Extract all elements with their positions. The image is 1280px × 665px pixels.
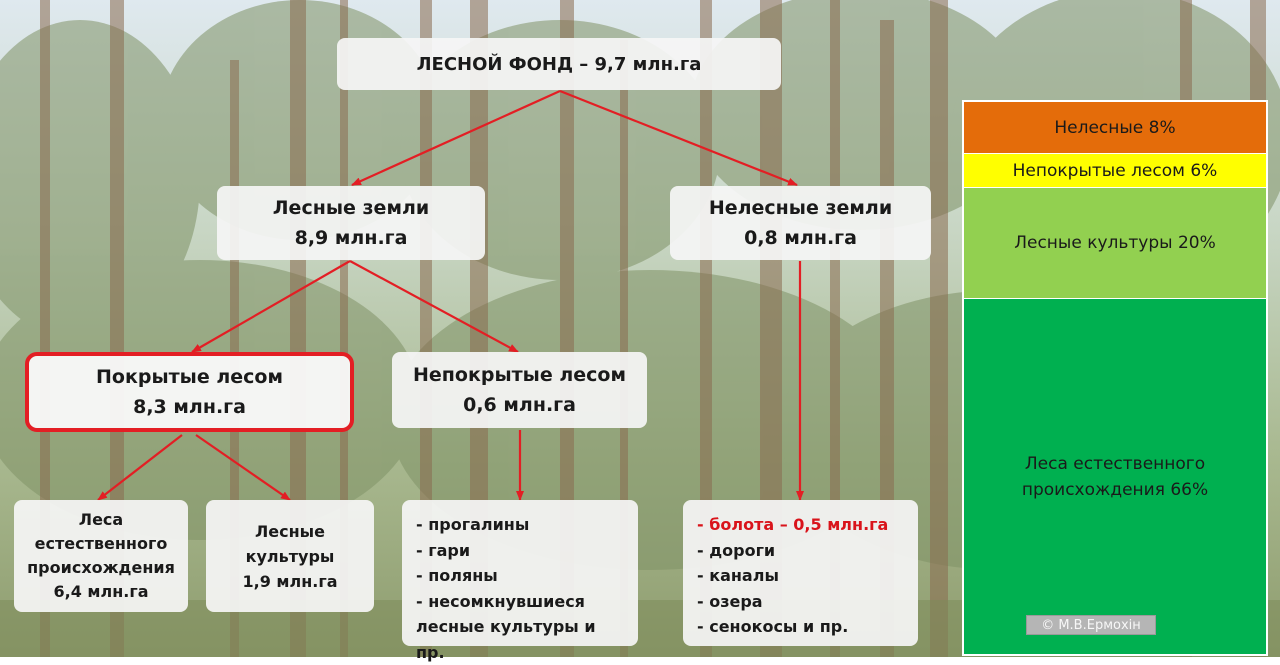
list-item: - поляны [416,566,498,585]
list-item: - сенокосы и пр. [697,617,849,636]
uncovered-box: Непокрытые лесом 0,6 млн.га [392,352,647,428]
natural-line-4: 6,4 млн.га [53,582,149,601]
credit-label: © М.В.Ермохін [1041,617,1141,633]
covered-box: Покрытые лесом 8,3 млн.га [25,352,354,432]
list-item: - прогалины [416,515,530,534]
list-item: лесные культуры и пр. [416,617,596,662]
bar-segment-cultures: Лесные культуры 20% [964,188,1266,298]
arrow-forest-covered [191,260,351,353]
covered-title: Покрытые лесом [96,366,283,388]
root-box: ЛЕСНОЙ ФОНД – 9,7 млн.га [337,38,781,90]
nonforest-list-box: - болота – 0,5 млн.га - дороги - каналы … [683,500,918,646]
arrow-root-forest [351,89,561,187]
arrow-forest-uncovered [349,260,519,353]
list-item: - гари [416,540,471,560]
list-item: - каналы [697,566,779,585]
bar-label-uncovered: Непокрытые лесом 6% [1012,160,1218,181]
bar-label-nonforest: Нелесные 8% [1054,117,1176,138]
uncovered-list-box: - прогалины - гари - поляны - несомкнувш… [402,500,638,662]
arrow-covered-cultures [195,434,291,501]
natural-line-1: Леса [78,510,124,529]
uncovered-title: Непокрытые лесом [413,364,626,386]
forest-lands-value: 8,9 млн.га [294,227,408,249]
forest-lands-title: Лесные земли [272,197,430,219]
bar-label-cultures: Лесные культуры 20% [1014,233,1216,253]
cultures-line-2: культуры [245,546,335,566]
list-item: - несомкнувшиеся [416,591,585,611]
bar-segment-uncovered: Непокрытые лесом 6% [964,154,1266,187]
bar-label-natural-1: Леса естественного [1024,453,1206,474]
nonforest-lands-box: Нелесные земли 0,8 млн.га [670,186,931,260]
root-label: ЛЕСНОЙ ФОНД – 9,7 млн.га [416,53,702,75]
forest-lands-box: Лесные земли 8,9 млн.га [217,186,485,260]
cultures-line-1: Лесные [255,521,325,541]
natural-line-3: происхождения [27,558,175,577]
author-credit: © М.В.Ермохін [1026,615,1156,635]
nonforest-lands-value: 0,8 млн.га [744,227,857,249]
arrow-root-nonforest [559,89,798,187]
nonforest-lands-title: Нелесные земли [708,197,893,219]
arrow-covered-natural [97,434,183,501]
uncovered-value: 0,6 млн.га [463,394,576,416]
natural-line-2: естественного [34,534,168,553]
list-item-highlight: - болота – 0,5 млн.га [697,515,889,534]
bar-segment-natural: Леса естественного происхождения 66% [964,299,1266,654]
bar-label-natural-2: происхождения 66% [1021,479,1209,500]
bar-segment-nonforest: Нелесные 8% [964,102,1266,153]
natural-forests-box: Леса естественного происхождения 6,4 млн… [14,500,188,612]
list-item: - озера [697,591,763,611]
cultures-line-3: 1,9 млн.га [242,571,338,591]
list-item: - дороги [697,540,776,560]
covered-value: 8,3 млн.га [133,396,246,418]
forest-cultures-box: Лесные культуры 1,9 млн.га [206,500,374,612]
